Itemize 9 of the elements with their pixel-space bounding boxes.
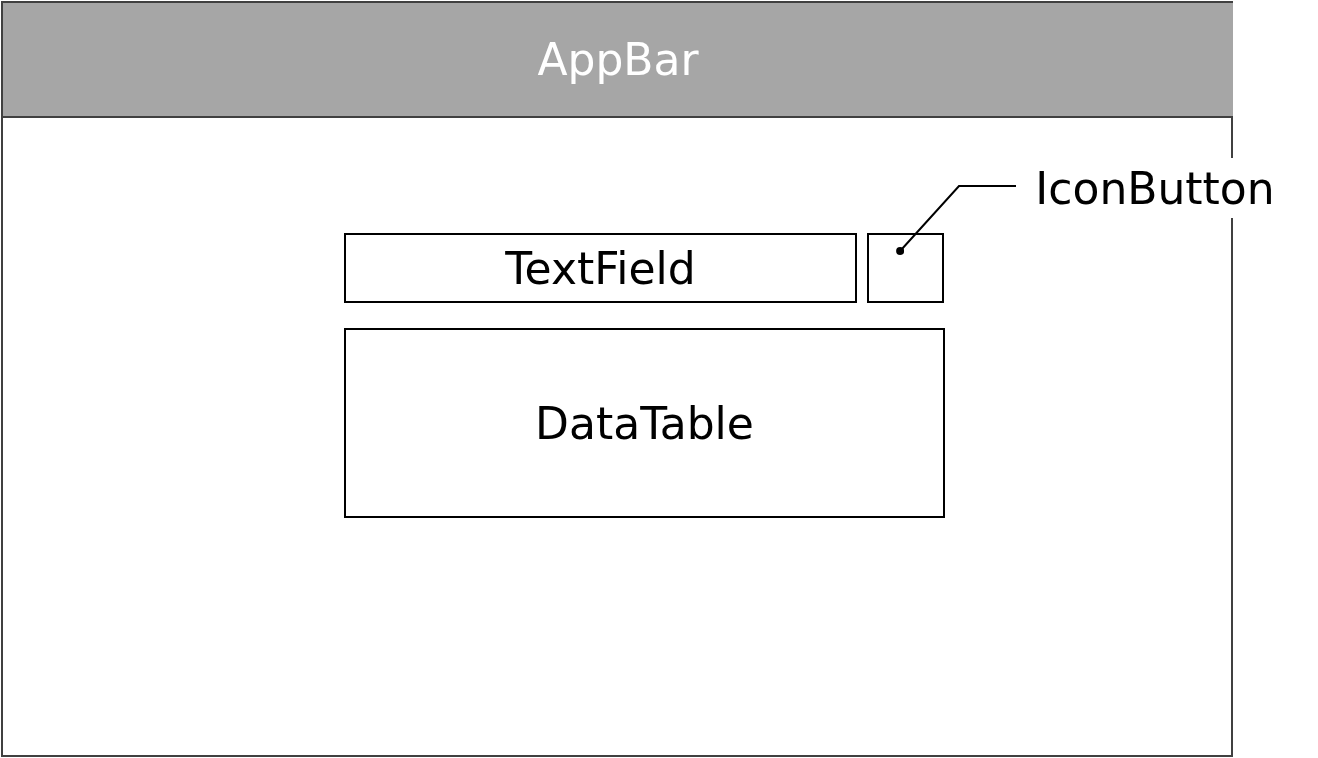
box-label: DataTable <box>535 397 754 449</box>
icon-button <box>867 233 944 303</box>
box-label: TextField <box>505 242 696 294</box>
callout-label: IconButton <box>1035 162 1275 214</box>
box-label: AppBar <box>537 34 699 85</box>
leader-line <box>896 185 1017 255</box>
text-field <box>344 233 857 303</box>
app-bar <box>3 3 1233 118</box>
data-table <box>344 328 945 518</box>
